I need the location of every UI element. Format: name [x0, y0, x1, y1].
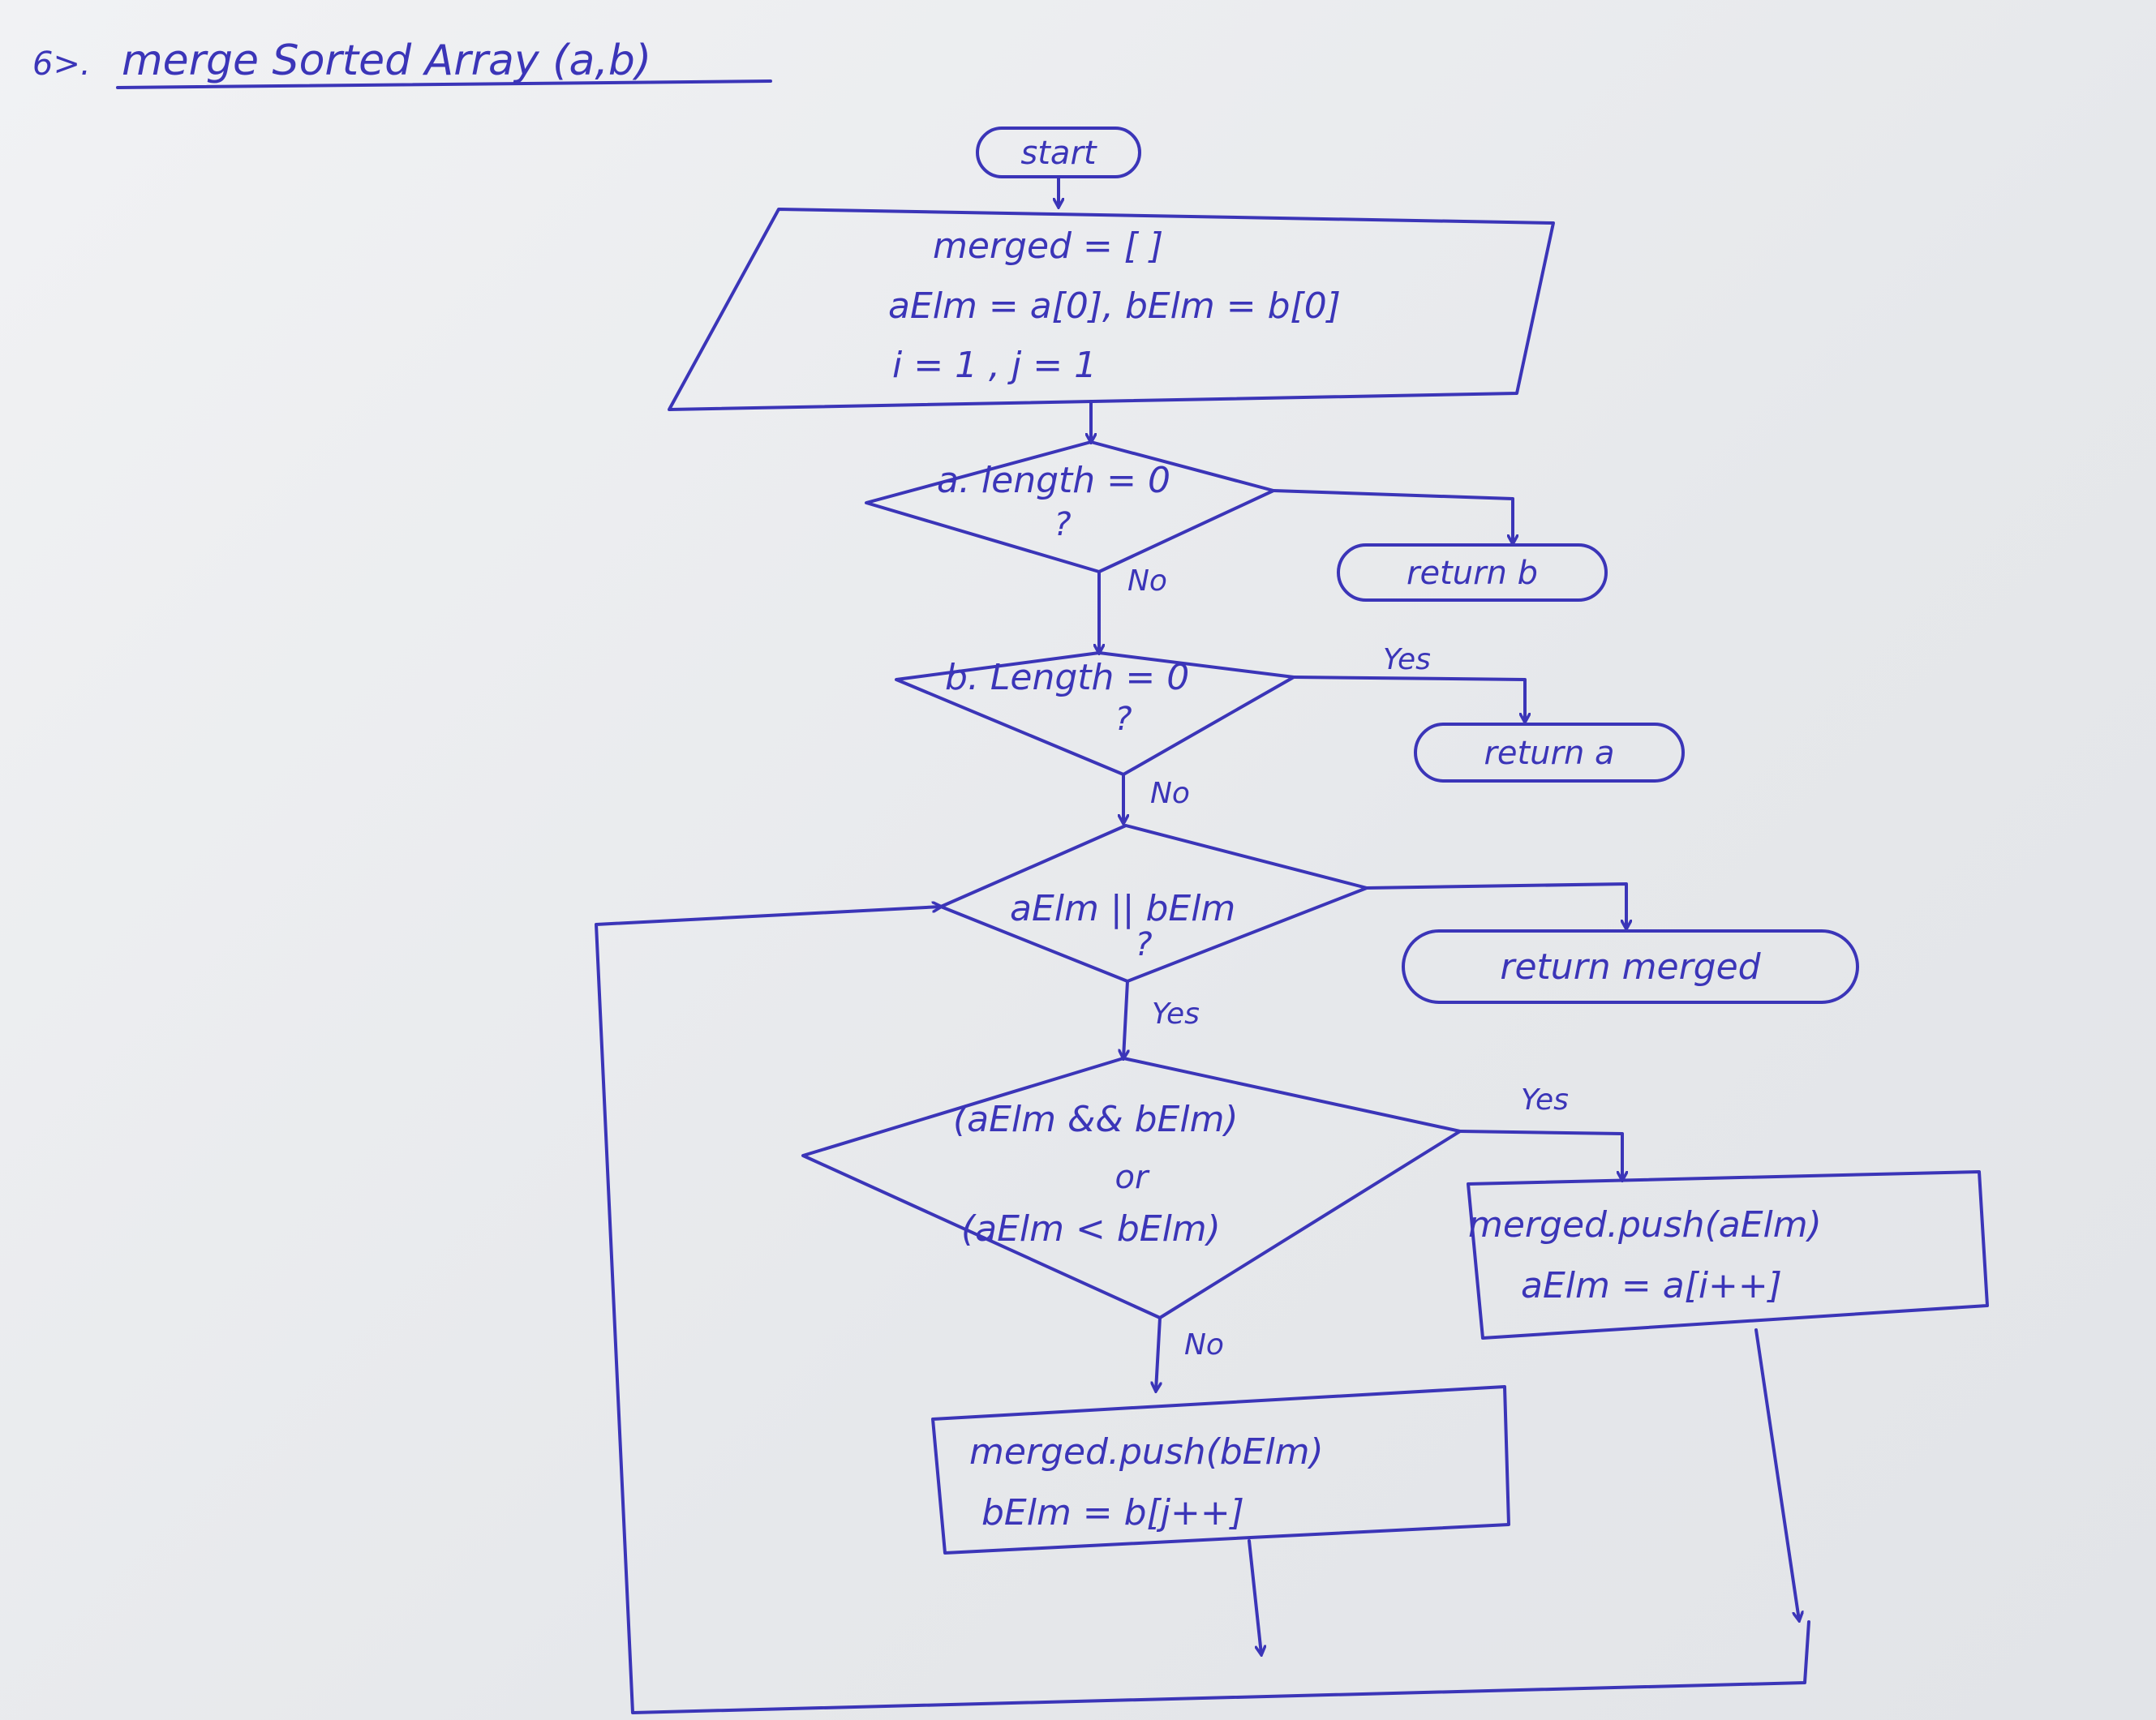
init-line3: i = 1 , j = 1: [892, 345, 1097, 386]
arrow-condcmp-pushb: [1156, 1316, 1160, 1391]
edge-a-no: No: [1127, 564, 1167, 598]
cond-a-line1: a. length = 0: [937, 460, 1170, 501]
init-line1: merged = [ ]: [933, 225, 1163, 267]
heading-title: merge Sorted Array (a,b): [122, 36, 651, 85]
edge-b-no: No: [1150, 777, 1190, 810]
push-b-process: [931, 1385, 1510, 1555]
edge-cmp-yes: Yes: [1521, 1083, 1569, 1117]
edge-loop-yes: Yes: [1152, 997, 1200, 1031]
push-a-process: [1467, 1170, 1989, 1340]
return-merged-label: return merged: [1500, 946, 1761, 988]
cond-cmp-line3: (aElm < bElm): [961, 1208, 1221, 1250]
cond-cmp-line2: or: [1115, 1159, 1150, 1196]
cond-b-line2: ?: [1115, 701, 1132, 738]
push-a-line1: merged.push(aElm): [1468, 1204, 1822, 1246]
cond-loop-line1: aElm || bElm: [1010, 888, 1235, 929]
return-b-terminal: [1337, 543, 1608, 602]
return-a-terminal: [1414, 723, 1685, 783]
heading-underline: [116, 79, 772, 89]
arrow-pusha-loopback: [1754, 1328, 1799, 1620]
arrow-condloop-returnmerged: [1365, 882, 1626, 929]
return-b-label: return b: [1407, 555, 1538, 592]
start-label: start: [1020, 135, 1097, 172]
cond-a-line2: ?: [1054, 506, 1071, 543]
init-parallelogram: [668, 208, 1555, 411]
arrow-pushb-loopback: [1248, 1539, 1261, 1654]
cond-b-line1-text: b. Length = 0: [945, 657, 1189, 698]
cond-cmp-line1: (aElm && bElm): [953, 1099, 1239, 1140]
push-a-line2: aElm = a[i++]: [1521, 1265, 1782, 1306]
arrow-condloop-condcmp: [1123, 980, 1127, 1058]
init-line2: aElm = a[0], bElm = b[0]: [888, 285, 1341, 327]
loop-back-line: [595, 907, 1810, 1714]
return-merged-terminal: [1402, 929, 1859, 1004]
arrow-condb-returna: [1292, 676, 1525, 722]
edge-cmp-no: No: [1184, 1328, 1224, 1362]
return-a-label: return a: [1484, 735, 1614, 772]
arrow-condcmp-pusha: [1458, 1130, 1622, 1180]
arrow-conda-returnb: [1272, 489, 1513, 543]
push-b-line1: merged.push(bElm): [969, 1431, 1324, 1473]
heading-number: 6>.: [32, 45, 91, 83]
cond-loop-line2: ?: [1135, 926, 1152, 963]
edge-b-yes: Yes: [1383, 643, 1431, 676]
push-b-line2: bElm = b[j++]: [981, 1492, 1244, 1533]
